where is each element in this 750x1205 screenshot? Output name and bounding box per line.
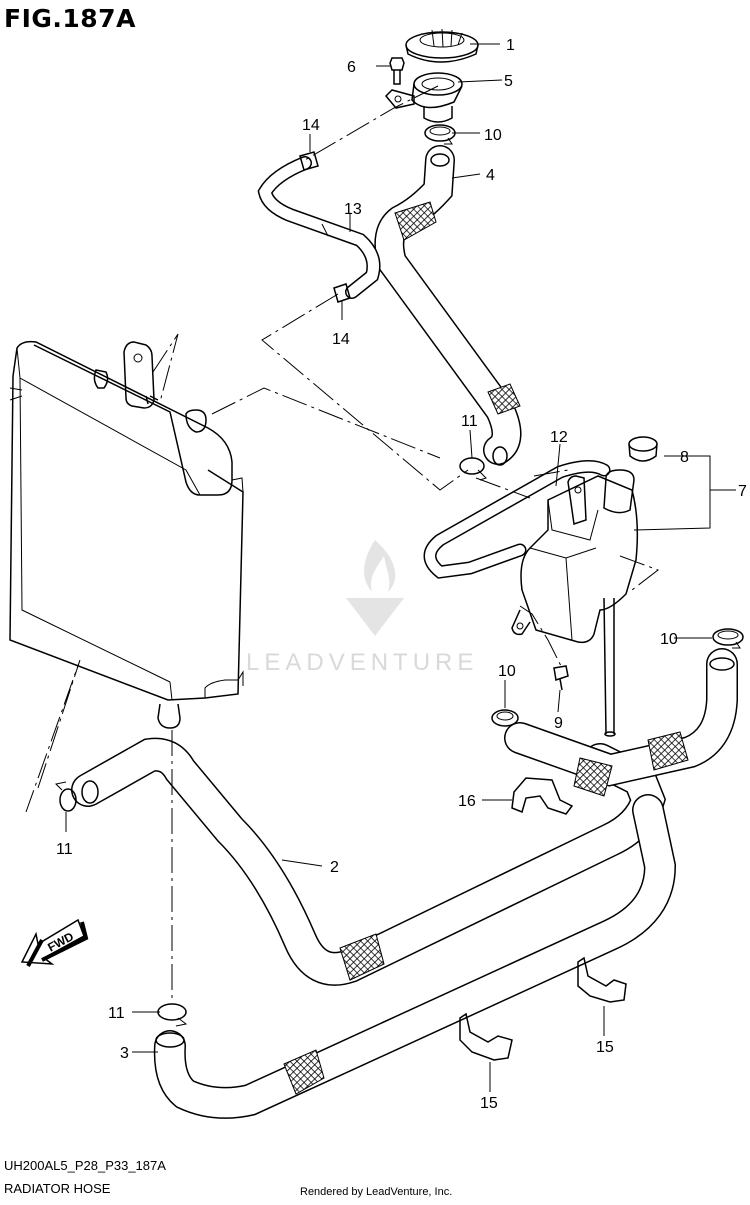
- callout-11: 11: [461, 413, 478, 430]
- small-clamp: [299, 151, 319, 171]
- hose-holder: [577, 956, 627, 1003]
- hose-holder: [459, 1012, 513, 1061]
- callout-6: 6: [347, 59, 356, 76]
- hose-clamp: [712, 628, 744, 649]
- screw: [553, 665, 569, 691]
- callout-16: 16: [458, 793, 476, 810]
- lower-radiator-hose: [71, 737, 667, 986]
- callout-15: 15: [596, 1039, 614, 1056]
- figure-title: FIG.187A: [4, 4, 136, 33]
- hose-clamp: [54, 781, 77, 812]
- callout-11: 11: [56, 841, 73, 858]
- pump-hose: [504, 648, 738, 797]
- upper-radiator-hose: [374, 145, 522, 466]
- filler-neck: [384, 72, 463, 123]
- callout-9: 9: [554, 715, 563, 732]
- callout-2: 2: [330, 859, 339, 876]
- callout-8: 8: [680, 449, 689, 466]
- radiator: [9, 340, 244, 729]
- hose-clamp: [424, 124, 456, 145]
- watermark-logo: LEADVENTURE: [246, 540, 478, 676]
- callout-1: 1: [506, 37, 515, 54]
- callout-14: 14: [332, 331, 350, 348]
- render-credit: Rendered by LeadVenture, Inc.: [300, 1186, 453, 1198]
- radiator-cap: [405, 28, 479, 63]
- water-pump-hose: [153, 794, 677, 1119]
- callout-4: 4: [486, 167, 495, 184]
- callout-10: 10: [484, 127, 502, 144]
- figure-code: UH200AL5_P28_P33_187A: [4, 1158, 166, 1173]
- callout-15: 15: [480, 1095, 498, 1112]
- callout-11: 11: [108, 1005, 125, 1022]
- reservoir-hose: [423, 460, 611, 579]
- overflow-hose: [257, 156, 381, 299]
- hose-clamp: [157, 1003, 188, 1027]
- reservoir-cap: [628, 436, 658, 462]
- reservoir-tank: [511, 469, 639, 737]
- figure-name: RADIATOR HOSE: [4, 1181, 111, 1196]
- callout-13: 13: [344, 201, 362, 218]
- small-clamp: [333, 283, 351, 303]
- callout-14: 14: [302, 117, 320, 134]
- callout-12: 12: [550, 429, 568, 446]
- watermark-text: LEADVENTURE: [246, 649, 478, 676]
- fwd-arrow-icon: FWD: [20, 918, 89, 967]
- bolt: [389, 57, 405, 85]
- hose-holder: [511, 777, 574, 815]
- callout-5: 5: [504, 73, 513, 90]
- hose-clamp: [491, 709, 519, 727]
- callout-10: 10: [498, 663, 516, 680]
- hose-clamp: [459, 457, 487, 481]
- callout-3: 3: [120, 1045, 129, 1062]
- callout-10: 10: [660, 631, 678, 648]
- callout-7: 7: [738, 483, 747, 500]
